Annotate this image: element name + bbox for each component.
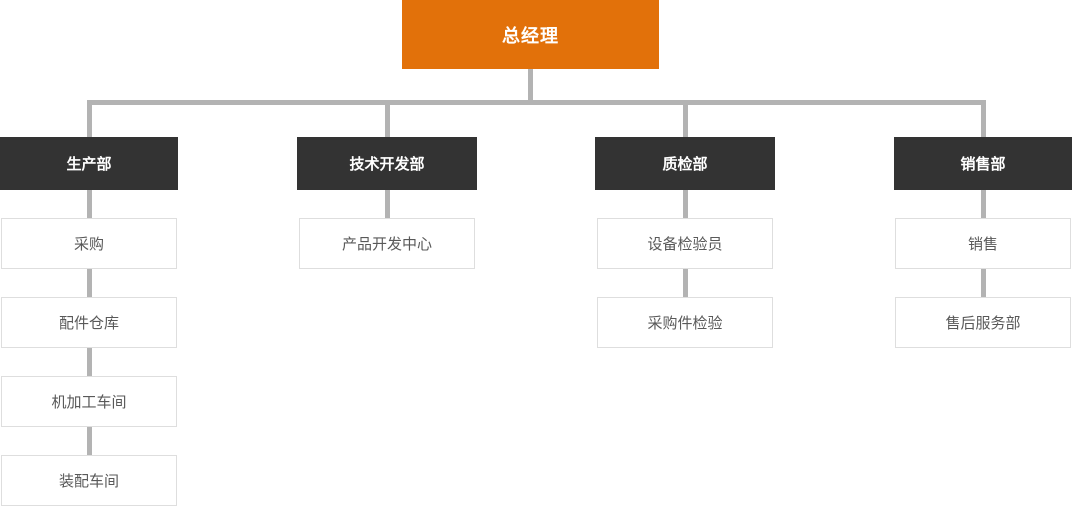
org-node-child: 采购件检验 [597, 297, 773, 348]
connector-vertical [86, 100, 92, 137]
connector-vertical [86, 190, 92, 218]
connector-vertical [86, 348, 92, 376]
connector-horizontal-spine [86, 100, 986, 105]
connector-vertical [980, 100, 986, 137]
org-node-child: 售后服务部 [895, 297, 1071, 348]
org-node-dept-tech-development: 技术开发部 [297, 137, 477, 190]
org-node-child: 设备检验员 [597, 218, 773, 269]
connector-vertical [682, 100, 688, 137]
org-node-dept-quality-inspection: 质检部 [595, 137, 775, 190]
connector-vertical [86, 427, 92, 455]
connector-root-vertical [528, 69, 533, 105]
org-node-child: 产品开发中心 [299, 218, 475, 269]
org-node-child: 机加工车间 [1, 376, 177, 427]
org-node-child: 装配车间 [1, 455, 177, 506]
connector-vertical [384, 100, 390, 137]
connector-vertical [682, 190, 688, 218]
org-node-child: 销售 [895, 218, 1071, 269]
connector-vertical [980, 190, 986, 218]
connector-vertical [86, 269, 92, 297]
org-node-dept-sales: 销售部 [894, 137, 1072, 190]
connector-vertical [682, 269, 688, 297]
connector-vertical [980, 269, 986, 297]
connector-vertical [384, 190, 390, 218]
org-node-child: 采购 [1, 218, 177, 269]
org-node-dept-production: 生产部 [0, 137, 178, 190]
org-node-general-manager: 总经理 [402, 0, 659, 69]
org-node-child: 配件仓库 [1, 297, 177, 348]
